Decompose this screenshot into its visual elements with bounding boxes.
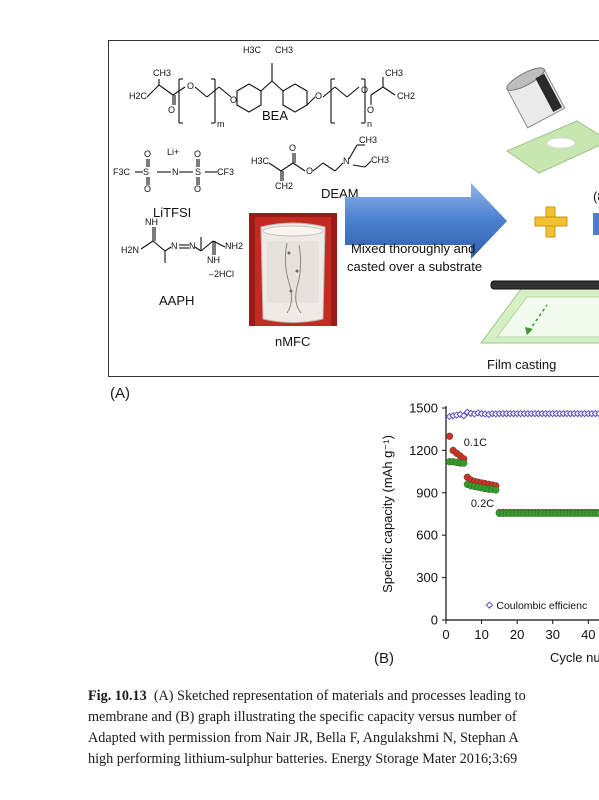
deam-o-label: O <box>306 166 314 176</box>
oxygen-label: O <box>194 184 202 194</box>
aaph-h2n-label: H2N <box>121 245 140 255</box>
y-tick-label: 300 <box>416 570 438 585</box>
legend-label: Coulombic efficienc <box>496 600 587 612</box>
aaph-n-label: N <box>171 241 178 251</box>
caption-line: Adapted with permission from Nair JR, Be… <box>88 730 519 746</box>
y-tick-label: 0 <box>431 613 438 628</box>
y-tick-label: 1200 <box>409 443 438 458</box>
y-tick-label: 600 <box>416 528 438 543</box>
capacity-point <box>460 459 468 467</box>
bea-o-label: O <box>187 81 195 91</box>
efficiency-point <box>595 409 599 418</box>
bea-ch3-left-label: CH3 <box>153 68 172 78</box>
bea-ch3-right-label: CH3 <box>385 68 404 78</box>
bea-o-label: O <box>367 105 375 115</box>
x-tick-label: 0 <box>442 627 449 642</box>
nmfc-beaker-photo <box>249 213 337 326</box>
film-casting-icon <box>480 280 599 344</box>
bea-o-label: O <box>168 105 176 115</box>
x-tick-label: 30 <box>546 627 560 642</box>
deam-ch2-label: CH2 <box>275 181 294 191</box>
deam-ch3-label: CH3 <box>359 135 378 145</box>
caption-figure-number: Fig. 10.13 <box>88 688 147 704</box>
aaph-n-label: N <box>189 241 196 251</box>
caption-line: Fig. 10.13 (A) Sketched representation o… <box>88 686 599 707</box>
deam-ch3-label: CH3 <box>371 155 390 165</box>
litfsi-label: LiTFSI <box>153 205 192 220</box>
aaph-nh-label: NH <box>145 217 158 227</box>
aaph-nh2-label: NH2 <box>225 241 244 251</box>
aaph-nh-label: NH <box>207 255 220 265</box>
cf3-label: CF3 <box>217 167 235 177</box>
li-plus-label: Li+ <box>167 147 180 157</box>
aaph-label: AAPH <box>159 293 195 308</box>
bea-h3c-label: H3C <box>243 45 262 55</box>
bea-o-label: O <box>230 95 238 105</box>
arrow-label-line2: casted over a substrate <box>347 259 483 274</box>
capacity-point <box>492 486 500 494</box>
nmfc-label: nMFC <box>275 334 311 349</box>
aaph-2hcl-label: –2HCl <box>209 269 235 279</box>
nitrogen-label: N <box>172 167 179 177</box>
x-tick-label: 20 <box>510 627 524 642</box>
caption-line: membrane and (B) graph illustrating the … <box>88 709 517 725</box>
deam-n-label: N <box>343 156 350 166</box>
legend-marker <box>485 601 494 609</box>
bea-label: BEA <box>262 108 289 123</box>
clipped-text: (8 <box>593 189 599 204</box>
bea-n-subscript: n <box>367 119 373 129</box>
y-tick-label: 900 <box>416 485 438 500</box>
rate-annotation: 0.2C <box>471 498 494 510</box>
deam-h3c-label: H3C <box>251 156 270 166</box>
x-tick-label: 10 <box>474 627 488 642</box>
film-casting-label: Film casting <box>487 357 557 372</box>
rate-annotation: 0.1C <box>464 437 487 449</box>
panel-a-figure: H3C CH3 CH3 H2C O O O O O O m n CH3 CH2 … <box>108 40 599 377</box>
oxygen-label: O <box>144 149 152 159</box>
bea-o-label: O <box>315 91 323 101</box>
bea-m-subscript: m <box>217 119 225 129</box>
capacity-point <box>445 432 454 440</box>
oxygen-label: O <box>144 184 152 194</box>
figure-caption: Fig. 10.13 (A) Sketched representation o… <box>88 686 599 770</box>
chemical-structures-drawing <box>135 63 396 263</box>
caption-text: (A) Sketched representation of materials… <box>153 688 526 704</box>
panel-a-label: (A) <box>110 385 130 402</box>
f3c-label: F3C <box>113 167 131 177</box>
deam-o-label: O <box>289 143 297 153</box>
sulfur-label: S <box>143 167 150 177</box>
pouring-cup-icon <box>505 67 599 174</box>
bea-o-label: O <box>361 85 369 95</box>
caption-line: high performing lithium-sulphur batterie… <box>88 751 518 767</box>
y-axis-label: Specific capacity (mAh g⁻¹) <box>380 435 395 593</box>
process-arrow-icon <box>593 213 599 235</box>
x-axis-label: Cycle nu <box>550 650 599 665</box>
plus-icon <box>534 206 568 238</box>
sulfur-label: S <box>195 167 202 177</box>
arrow-label-line1: Mixed thoroughly and <box>351 241 476 256</box>
oxygen-label: O <box>194 149 202 159</box>
panel-b-label: (B) <box>374 650 394 667</box>
bea-h2c-label: H2C <box>129 91 148 101</box>
y-tick-label: 1500 <box>409 401 438 416</box>
bea-ch2-right-label: CH2 <box>397 91 416 101</box>
capacity-chart: 0 300 600 900 1200 1500 0 10 20 30 40 Specific capa… <box>380 401 599 665</box>
x-tick-label: 40 <box>581 627 595 642</box>
process-arrow-icon <box>345 183 507 259</box>
bea-ch3-label: CH3 <box>275 45 294 55</box>
efficiency-point <box>460 412 468 420</box>
capacity-point <box>595 509 599 517</box>
